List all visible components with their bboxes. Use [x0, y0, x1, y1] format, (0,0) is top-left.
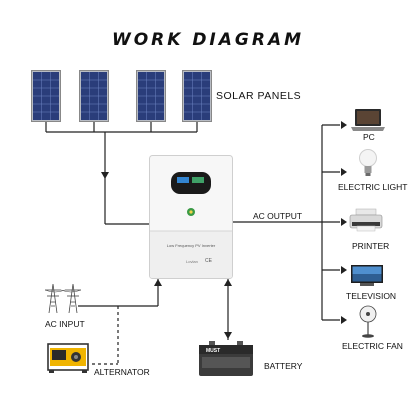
battery-icon	[199, 341, 253, 376]
battery-brand: MUST	[206, 348, 221, 354]
power-pylon-icon	[44, 283, 82, 314]
fan-icon	[359, 305, 377, 338]
solar-panel-3	[136, 70, 166, 122]
load-label-electric-fan: ELECTRIC FAN	[342, 341, 403, 351]
generator-icon	[47, 343, 89, 373]
load-label-pc: PC	[363, 132, 375, 142]
load-label-printer: PRINTER	[352, 241, 390, 251]
inverter-unit	[149, 155, 233, 279]
solar-panels-label: SOLAR PANELS	[216, 90, 302, 102]
solar-panel-1	[31, 70, 61, 122]
ac-input-label: AC INPUT	[45, 319, 85, 329]
inverter-ce-mark: CE	[205, 258, 212, 264]
television-icon	[351, 265, 383, 286]
diagram-title: WORK DIAGRAM	[111, 30, 305, 50]
solar-panel-2	[79, 70, 109, 122]
battery-label: BATTERY	[264, 361, 303, 371]
alternator-label: ALTERNATOR	[94, 367, 150, 377]
inverter-brand: Lovlan	[186, 259, 198, 264]
light-bulb-icon	[359, 149, 377, 176]
load-label-electric-light: ELECTRIC LIGHT	[338, 182, 408, 192]
laptop-icon	[351, 109, 385, 131]
inverter-panel-text: Low Frequency PV Inverter	[166, 243, 216, 248]
load-label-television: TELEVISION	[346, 291, 397, 301]
printer-icon	[349, 208, 383, 232]
solar-panel-4	[182, 70, 212, 122]
ac-output-label: AC OUTPUT	[253, 211, 303, 221]
